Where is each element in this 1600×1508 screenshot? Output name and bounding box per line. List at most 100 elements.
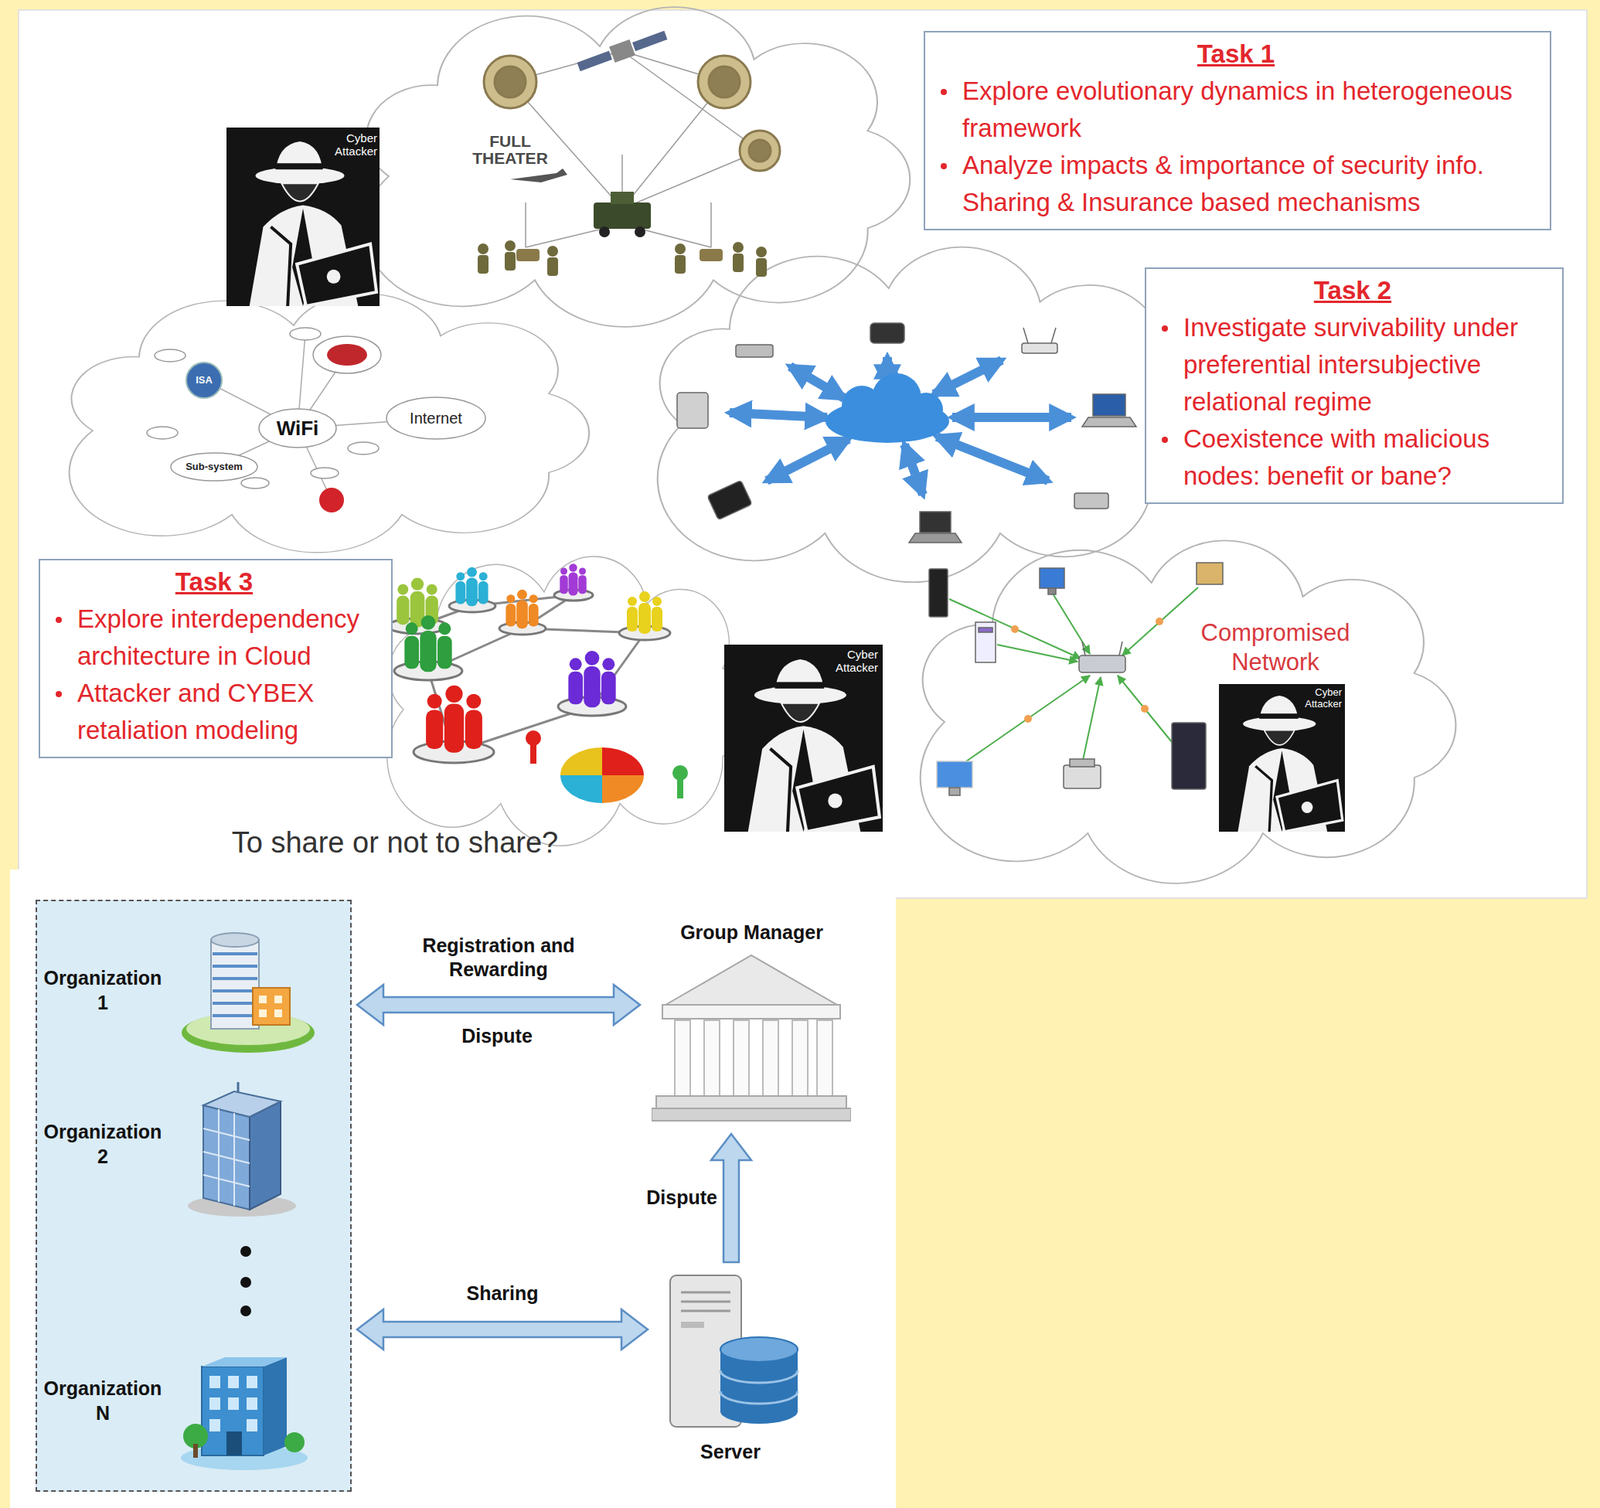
bank-building-icon-part (792, 1020, 808, 1097)
task-bullet: Analyze impacts & importance of security… (934, 146, 1538, 222)
illustration-part (510, 168, 568, 183)
bank-building-icon-part (733, 1020, 749, 1097)
bank-building-icon-part (817, 1020, 833, 1097)
building-icon-part (203, 1105, 250, 1210)
illustration-part (530, 743, 537, 764)
illustration-part (949, 787, 960, 796)
server-icon-part (680, 1310, 731, 1313)
building-icon-part (203, 1174, 250, 1187)
illustration-part (599, 226, 610, 238)
illustration-part (735, 344, 773, 358)
organization-group: Organization 1 Organization 2 Organizati… (35, 899, 352, 1492)
building-icon-part (252, 987, 290, 1025)
illustration-part (610, 191, 634, 205)
building-icon-part (258, 995, 267, 1004)
task-box: Task 1Explore evolutionary dynamics in h… (923, 30, 1552, 231)
illustration-part (525, 224, 623, 248)
building-icon-part (246, 1397, 258, 1410)
organization-node: Organization 2 (35, 1078, 345, 1222)
illustration-part (622, 51, 760, 151)
task-box: Task 3Explore interdependency architectu… (38, 558, 393, 759)
building-icon-part (212, 964, 258, 968)
illustration-part (1063, 765, 1101, 789)
illustration-part (626, 591, 663, 634)
group-manager-node: Group Manager (645, 919, 858, 1129)
building-icon-part (212, 952, 258, 956)
node-label: Server (653, 1439, 808, 1464)
illustration-part (1024, 714, 1032, 723)
node-label: Organization 2 (40, 1119, 166, 1169)
illustration-part (483, 55, 537, 109)
illustration-part (697, 55, 751, 109)
building-icon-part (212, 977, 258, 981)
illustration-part (975, 622, 996, 663)
organization-node: Organization 1 (35, 922, 345, 1070)
server-icon-part (680, 1291, 731, 1294)
illustration-part (310, 467, 339, 479)
illustration-part (622, 150, 760, 209)
illustration-part (739, 130, 780, 171)
illustration-part (748, 139, 771, 162)
building-icon-part (209, 1375, 258, 1432)
illustration-part (593, 191, 651, 238)
illustration-part (634, 226, 646, 238)
task-box: Task 2Investigate survivability under pr… (1144, 267, 1564, 504)
illustration-part (386, 397, 486, 440)
server-icon-part (720, 1337, 798, 1362)
illustration-part (504, 251, 516, 271)
illustration-part (677, 778, 684, 799)
illustration-part (997, 644, 1078, 662)
illustration-part (1039, 568, 1065, 589)
illustration-part (477, 255, 489, 274)
illustration-part (547, 245, 559, 257)
building-icon-part (203, 1091, 281, 1117)
illustration-part (186, 362, 222, 399)
illustration-part (575, 27, 669, 75)
task-bullet: Explore interdependency architecture in … (49, 600, 379, 675)
illustration-part (919, 511, 951, 533)
illustration-part (593, 202, 651, 229)
ellipsis-dots-part (240, 1245, 252, 1257)
task-bullet: Coexistence with malicious nodes: benefi… (1155, 420, 1550, 495)
illustration-part (724, 644, 883, 832)
illustration-part (729, 412, 828, 418)
text-label: FULL THEATER (466, 132, 554, 167)
text-label: To share or not to share? (178, 825, 612, 860)
building-icon-part (203, 1109, 250, 1206)
illustration-part (708, 66, 740, 98)
server-icon (662, 1273, 802, 1433)
illustration-part (1082, 641, 1086, 656)
text-label: Sub-system (177, 460, 252, 474)
building-icon-part (212, 1014, 258, 1018)
illustration-part (933, 360, 1002, 395)
illustration-part (560, 747, 644, 804)
illustration-part (672, 765, 688, 799)
illustration-part (966, 675, 1090, 762)
illustration-part (699, 248, 723, 262)
illustration-part (1023, 327, 1029, 344)
illustration-part (674, 255, 686, 274)
illustration-part (560, 747, 603, 776)
illustration-part (729, 357, 1072, 495)
illustration-part (870, 323, 905, 344)
illustration-part (1092, 394, 1126, 416)
server-icon-part (680, 1321, 705, 1328)
building-icon-part (212, 953, 258, 1016)
illustration-part (1119, 641, 1123, 656)
task-heading: Task 1 (934, 35, 1538, 73)
bank-building-icon-part (665, 955, 838, 1005)
text-label: Dispute (450, 1024, 544, 1048)
building-icon-part (237, 1082, 240, 1093)
illustration-part (18, 10, 1587, 899)
illustration-part (516, 248, 540, 262)
illustration-part (789, 366, 845, 399)
illustration-part (936, 761, 973, 788)
building-icon-part (203, 1128, 250, 1141)
illustration-part (978, 627, 993, 633)
building-icon-part (201, 1357, 287, 1367)
illustration-part (1021, 343, 1058, 354)
organization-node: Organization N (35, 1329, 345, 1477)
illustration-part (505, 589, 538, 629)
bank-building-icon (651, 949, 852, 1124)
bank-building-icon-part (674, 1020, 833, 1097)
